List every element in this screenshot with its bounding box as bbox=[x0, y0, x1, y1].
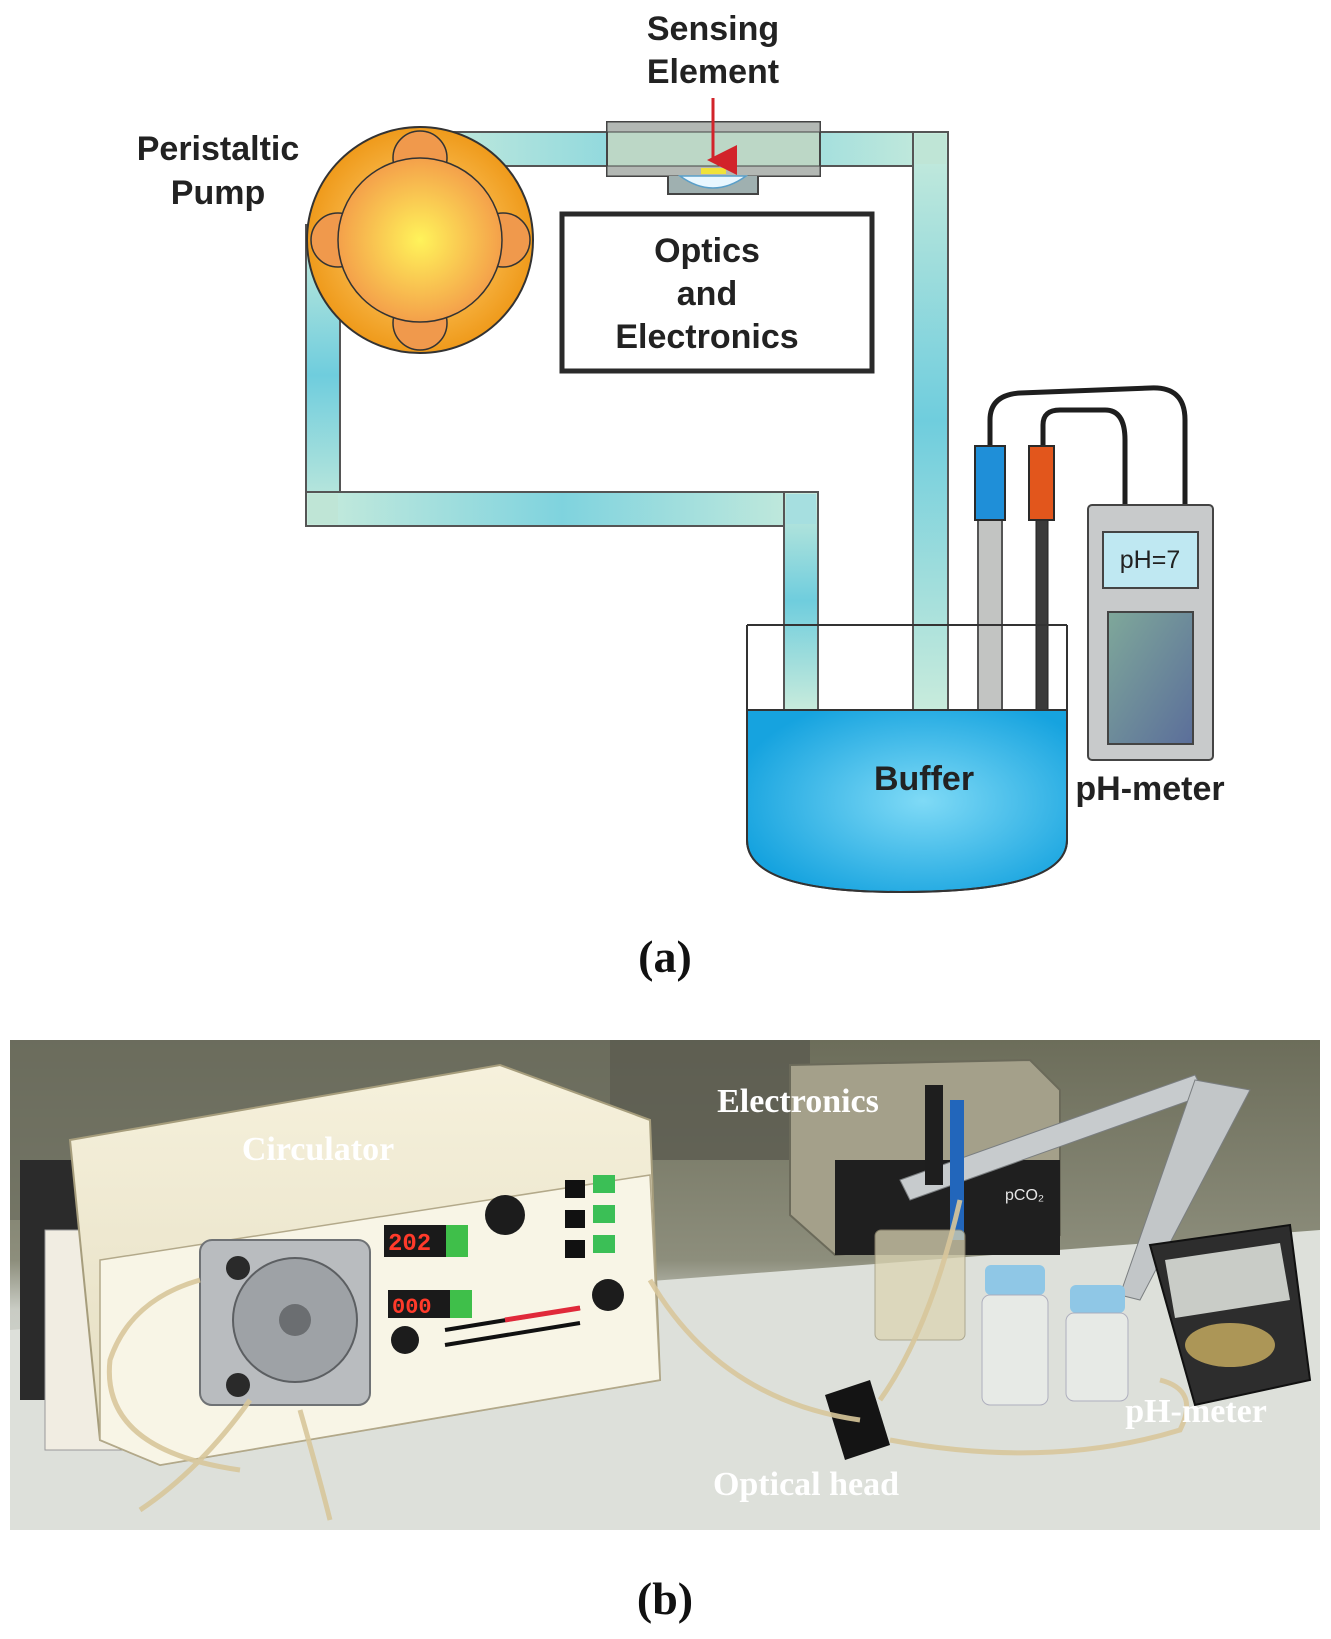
ph-display: pH=7 bbox=[1120, 546, 1180, 574]
ph-probes bbox=[974, 385, 1188, 711]
photo-b: 202 000 pCO₂ bbox=[10, 1040, 1320, 1624]
caption-a: (a) bbox=[638, 931, 692, 982]
photo-display-2: 000 bbox=[392, 1295, 432, 1320]
diagram-a: Sensing Element Peristaltic Pump Optics … bbox=[137, 10, 1225, 982]
optics-label-3: Electronics bbox=[615, 318, 798, 356]
optics-electronics-box: Optics and Electronics bbox=[559, 211, 875, 374]
photo-optical-head-label: Optical head bbox=[713, 1466, 899, 1503]
photo-bottles bbox=[981, 1265, 1129, 1406]
sensing-element bbox=[606, 98, 821, 195]
sensing-element-label-1: Sensing bbox=[647, 10, 779, 48]
peristaltic-pump bbox=[306, 126, 534, 354]
optics-label-2: and bbox=[677, 275, 737, 313]
photo-bottle-label: pCO₂ bbox=[1005, 1187, 1044, 1204]
caption-b: (b) bbox=[637, 1573, 693, 1624]
photo-ph-meter-label: pH-meter bbox=[1125, 1393, 1267, 1430]
buffer-label: Buffer bbox=[874, 760, 974, 798]
sensing-element-label-2: Element bbox=[647, 53, 779, 91]
optics-label-1: Optics bbox=[654, 232, 760, 270]
ph-meter-device: pH=7 pH-meter bbox=[1075, 504, 1225, 808]
buffer-beaker: Buffer bbox=[746, 624, 1068, 894]
photo-tubing bbox=[106, 1199, 1190, 1521]
photo-electronics-label: Electronics bbox=[717, 1083, 879, 1120]
photo-circulator-label: Circulator bbox=[242, 1131, 394, 1168]
pump-label-1: Peristaltic bbox=[137, 130, 300, 168]
ph-meter-label: pH-meter bbox=[1075, 770, 1224, 808]
photo-ph-meter bbox=[1148, 1223, 1312, 1407]
pump-label-2: Pump bbox=[171, 174, 265, 212]
photo-display-1: 202 bbox=[388, 1231, 431, 1258]
photo-circulator: 202 000 bbox=[68, 1063, 662, 1467]
